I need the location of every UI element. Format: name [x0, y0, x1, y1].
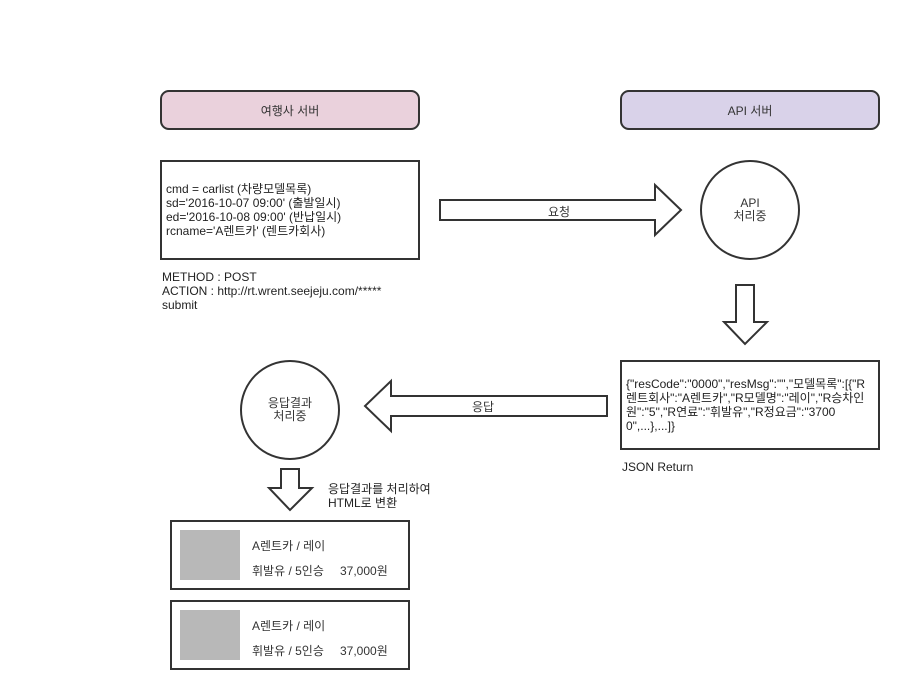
convert-note-line1: 응답결과를 처리하여 [328, 482, 431, 496]
car-card[interactable]: A렌트카 / 레이 휘발유 / 5인승 37,000원 [170, 600, 410, 670]
convert-note: 응답결과를 처리하여 HTML로 변환 [328, 482, 431, 510]
car-title: A렌트카 / 레이 [252, 539, 326, 553]
down-arrow-icon [266, 468, 315, 512]
response-arrow-icon [363, 378, 608, 434]
json-response-text: {"resCode":"0000","resMsg":"","모델목록":[{"… [626, 377, 866, 433]
api-server-label: API 서버 [727, 103, 773, 118]
travel-server-box: 여행사 서버 [160, 90, 420, 130]
car-thumbnail [180, 530, 240, 580]
api-processing-node: API 처리중 [700, 160, 800, 260]
param-line: sd='2016-10-07 09:00' (출발일시) [166, 196, 341, 210]
method-label: METHOD : POST [162, 270, 257, 284]
response-arrow-label: 응답 [472, 400, 495, 414]
param-line: cmd = carlist (차량모델목록) [166, 182, 312, 196]
json-return-caption: JSON Return [622, 460, 694, 474]
param-line: rcname='A렌트카' (렌트카회사) [166, 224, 326, 238]
travel-server-label: 여행사 서버 [260, 103, 320, 118]
convert-note-line2: HTML로 변환 [328, 496, 398, 510]
car-detail: 휘발유 / 5인승 [252, 644, 324, 658]
json-response-box: {"resCode":"0000","resMsg":"","모델목록":[{"… [620, 360, 880, 450]
api-server-box: API 서버 [620, 90, 880, 130]
car-card[interactable]: A렌트카 / 레이 휘발유 / 5인승 37,000원 [170, 520, 410, 590]
result-processing-line1: 응답결과 [267, 396, 313, 410]
api-processing-line2: 처리중 [733, 209, 767, 223]
car-detail: 휘발유 / 5인승 [252, 564, 324, 578]
down-arrow-icon [721, 284, 770, 346]
result-processing-line2: 처리중 [273, 409, 307, 423]
result-processing-node: 응답결과 처리중 [240, 360, 340, 460]
car-price: 37,000원 [340, 644, 388, 658]
request-meta: METHOD : POST ACTION : http://rt.wrent.s… [162, 270, 381, 312]
param-line: ed='2016-10-08 09:00' (반납일시) [166, 210, 342, 224]
car-title: A렌트카 / 레이 [252, 619, 326, 633]
api-processing-line1: API [740, 196, 760, 210]
request-arrow-icon [439, 182, 683, 238]
action-label: ACTION : http://rt.wrent.seejeju.com/***… [162, 284, 382, 298]
submit-label: submit [162, 298, 198, 312]
request-arrow-label: 요청 [548, 205, 571, 219]
car-thumbnail [180, 610, 240, 660]
request-params-box: cmd = carlist (차량모델목록) sd='2016-10-07 09… [160, 160, 420, 260]
car-price: 37,000원 [340, 564, 388, 578]
